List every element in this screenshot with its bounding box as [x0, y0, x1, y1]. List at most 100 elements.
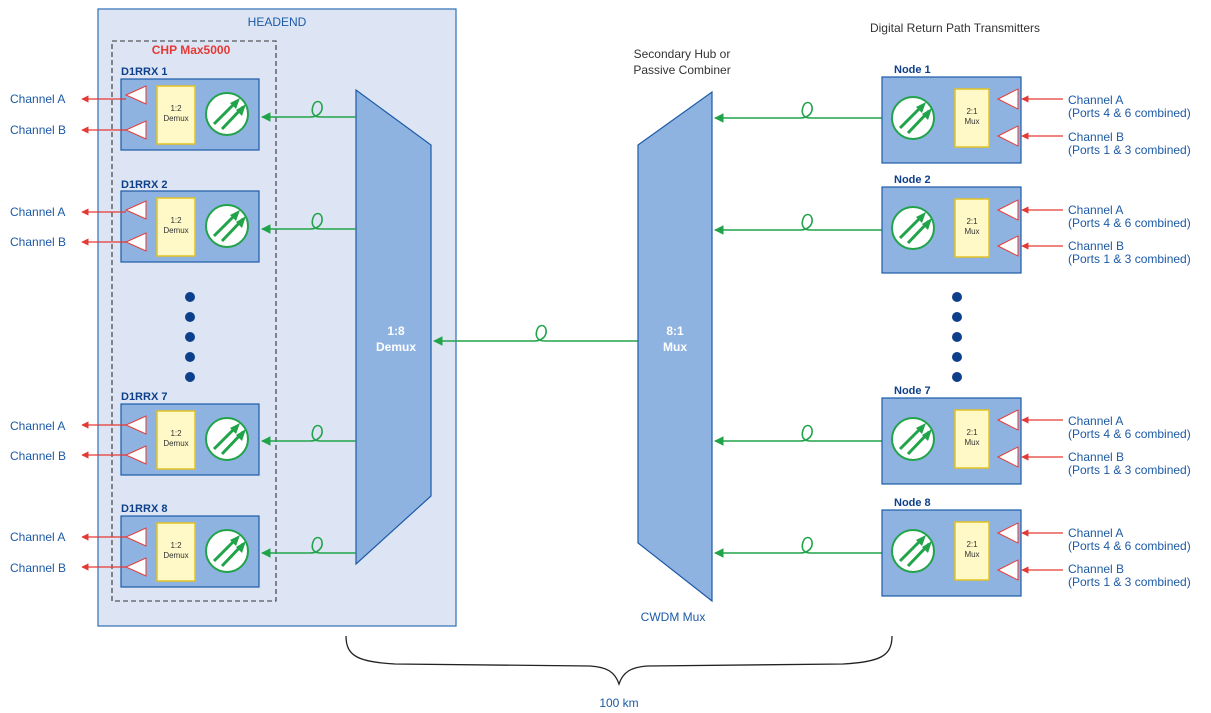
channel-a-label: Channel A [1068, 203, 1123, 217]
module-ratio: 2:1 [966, 428, 978, 437]
receiver-label: D1RRX 8 [121, 503, 167, 515]
channel-a-label: Channel A [10, 419, 65, 433]
node-fiber-links [714, 101, 882, 558]
output-port-b-icon [124, 445, 147, 465]
node-label: Node 1 [894, 64, 931, 76]
mux-type: Mux [663, 340, 687, 354]
channel-b-sub: (Ports 1 & 3 combined) [1068, 463, 1191, 477]
channel-b-label: Channel B [10, 235, 66, 249]
headend-title: HEADEND [248, 15, 307, 29]
channel-b-label: Channel B [1068, 450, 1124, 464]
module-ratio: 1:2 [170, 429, 182, 438]
input-port-a-icon [996, 88, 1019, 110]
channel-a-sub: (Ports 4 & 6 combined) [1068, 539, 1191, 553]
demux-ratio: 1:8 [387, 324, 405, 338]
demux-module [156, 410, 196, 470]
mux-module [954, 521, 990, 581]
channel-a-label: Channel A [1068, 414, 1123, 428]
channel-a-label: Channel A [10, 530, 65, 544]
channel-b-label: Channel B [1068, 130, 1124, 144]
module-type: Mux [964, 438, 979, 447]
input-port-a-icon [996, 522, 1019, 544]
hub-title-line1: Secondary Hub or [634, 47, 731, 61]
channel-b-label: Channel B [1068, 239, 1124, 253]
headend-fiber-links [261, 100, 356, 558]
channel-b-sub: (Ports 1 & 3 combined) [1068, 252, 1191, 266]
channel-b-sub: (Ports 1 & 3 combined) [1068, 143, 1191, 157]
hub-caption: CWDM Mux [641, 610, 706, 624]
module-type: Demux [163, 551, 188, 560]
module-type: Demux [163, 226, 188, 235]
receiver-7: D1RRX 7 1:2 Demux [120, 391, 260, 476]
output-port-a-icon [124, 415, 147, 435]
receiver-label: D1RRX 1 [121, 66, 167, 78]
channel-b-label: Channel B [10, 561, 66, 575]
module-type: Mux [964, 227, 979, 236]
module-type: Mux [964, 117, 979, 126]
output-port-b-icon [124, 120, 147, 140]
fiber-link [714, 101, 882, 123]
output-port-b-icon [124, 557, 147, 577]
output-port-a-icon [124, 85, 147, 105]
channel-b-label: Channel B [10, 123, 66, 137]
receiver-label: D1RRX 7 [121, 391, 167, 403]
node-label: Node 8 [894, 497, 931, 509]
channel-a-sub: (Ports 4 & 6 combined) [1068, 106, 1191, 120]
fiber-link [261, 424, 356, 446]
module-ratio: 1:2 [170, 216, 182, 225]
optical-transmitter-icon [891, 206, 935, 250]
headend-demux-1to8 [355, 88, 432, 566]
demux-module [156, 197, 196, 257]
module-type: Mux [964, 550, 979, 559]
distance-brace [345, 635, 893, 687]
channel-b-label: Channel B [1068, 562, 1124, 576]
output-port-a-icon [124, 527, 147, 547]
demux-module [156, 522, 196, 582]
module-type: Demux [163, 114, 188, 123]
input-port-b-icon [996, 446, 1019, 468]
module-ratio: 2:1 [966, 217, 978, 226]
fiber-link [714, 536, 882, 558]
module-ratio: 1:2 [170, 541, 182, 550]
optical-transmitter-icon [891, 96, 935, 140]
node-label: Node 2 [894, 174, 931, 186]
node-label: Node 7 [894, 385, 931, 397]
node-2: Node 2 2:1 Mux [881, 174, 1022, 274]
optical-receiver-icon [205, 529, 249, 573]
module-ratio: 2:1 [966, 107, 978, 116]
demux-module [156, 85, 196, 145]
channel-a-sub: (Ports 4 & 6 combined) [1068, 216, 1191, 230]
channel-a-label: Channel A [10, 92, 65, 106]
hub-title-line2: Passive Combiner [633, 63, 730, 77]
channel-a-label: Channel A [10, 205, 65, 219]
input-port-b-icon [996, 125, 1019, 147]
module-ratio: 2:1 [966, 540, 978, 549]
fiber-link [261, 212, 356, 234]
node-8: Node 8 2:1 Mux [881, 497, 1022, 597]
receiver-2: D1RRX 2 1:2 Demux [120, 179, 260, 263]
receiver-8: D1RRX 8 1:2 Demux [120, 503, 260, 588]
input-port-a-icon [996, 199, 1019, 221]
input-port-a-icon [996, 409, 1019, 431]
module-type: Demux [163, 439, 188, 448]
mux-module [954, 198, 990, 258]
trunk-fiber-link [433, 324, 638, 346]
demux-type: Demux [376, 340, 416, 354]
distance-label: 100 km [599, 696, 638, 710]
mux-module [954, 409, 990, 469]
hub-mux-8to1 [637, 90, 713, 603]
output-port-a-icon [124, 200, 147, 220]
more-nodes-ellipsis [952, 292, 962, 382]
channel-b-sub: (Ports 1 & 3 combined) [1068, 575, 1191, 589]
transmitters-title: Digital Return Path Transmitters [870, 21, 1040, 35]
input-port-b-icon [996, 235, 1019, 257]
mux-module [954, 88, 990, 148]
optical-receiver-icon [205, 92, 249, 136]
receiver-1: D1RRX 1 1:2 Demux [120, 66, 260, 151]
mux-ratio: 8:1 [666, 324, 684, 338]
channel-a-label: Channel A [1068, 526, 1123, 540]
fiber-link [261, 536, 356, 558]
channel-a-sub: (Ports 4 & 6 combined) [1068, 427, 1191, 441]
output-port-b-icon [124, 232, 147, 252]
